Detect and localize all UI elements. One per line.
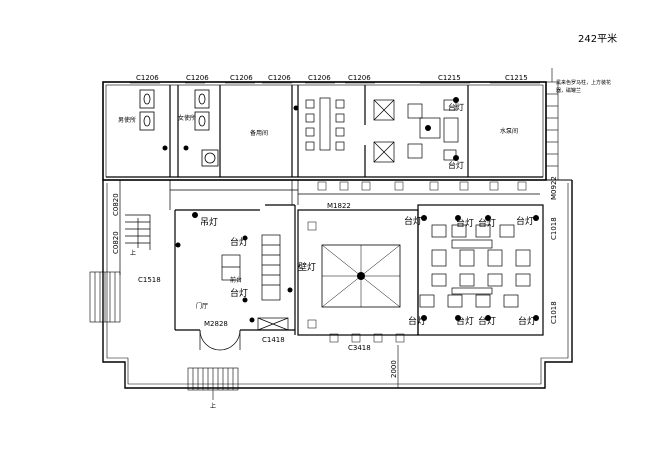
- window-label: C1206: [308, 74, 331, 82]
- corner-note: 黑来色罗马柱，上方装花: [556, 79, 611, 86]
- toilet-fixtures: [139, 89, 219, 167]
- atrium-pendant: [357, 272, 365, 280]
- lamp-label: 台灯: [448, 102, 464, 112]
- window-label: C1018: [550, 301, 558, 324]
- window-label: C1206: [348, 74, 371, 82]
- lobby-lamps: [175, 212, 293, 323]
- room-label-mens-toilet: 男使所: [118, 116, 136, 124]
- lamp-label: 台灯: [518, 315, 536, 327]
- lamp-label: 台灯: [456, 217, 474, 229]
- lobby-walls: [174, 204, 296, 335]
- north-lamps: [162, 97, 459, 161]
- window-label: C1215: [505, 74, 528, 82]
- east-ramp: [545, 68, 559, 181]
- south-steps: [187, 367, 239, 400]
- lamp-label: 台灯: [456, 315, 474, 327]
- window-label: C0820: [112, 231, 120, 254]
- window-label: C3418: [348, 344, 371, 352]
- door-label: M1822: [327, 202, 351, 210]
- lamp-label: 吊灯: [200, 217, 218, 228]
- lamp-label: 台灯: [448, 160, 464, 170]
- lamp-label: 台灯: [404, 215, 422, 227]
- atrium-fixtures: [307, 181, 527, 343]
- window-label: C1206: [186, 74, 209, 82]
- entrance-doors: [199, 329, 241, 351]
- top-window-labels: C1206 C1206 C1206 C1206 C1206 C1206 C121…: [136, 74, 528, 82]
- lamp-label: 台灯: [516, 215, 534, 227]
- room-label-water-room: 水泵间: [500, 127, 518, 135]
- window-label: C0820: [112, 193, 120, 216]
- window-label: C1206: [230, 74, 253, 82]
- lamp-label: 台灯: [478, 315, 496, 327]
- lamp-label: 台灯: [230, 287, 248, 299]
- window-label: C1215: [438, 74, 461, 82]
- window-label: C1418: [262, 336, 285, 344]
- stair-up-mark: 上: [210, 402, 216, 410]
- door-label: M2828: [204, 320, 228, 328]
- east-lounge-walls: [417, 204, 544, 336]
- east-lounge-furniture: [419, 224, 531, 308]
- north-office-furniture: [305, 97, 459, 163]
- lobby-furniture: [221, 234, 289, 331]
- window-label: C1206: [136, 74, 159, 82]
- west-stair: [125, 214, 151, 250]
- corridor: [119, 180, 540, 275]
- room-label-storage: 备用间: [250, 129, 268, 137]
- room-label-lobby: 门厅: [196, 302, 208, 310]
- west-steps: [89, 271, 121, 323]
- room-label-womens-toilet: 女使所: [178, 114, 196, 122]
- corner-note: 器，磁罐兰: [556, 87, 581, 94]
- page-label: 242平米: [578, 32, 617, 45]
- interior-walls-north: [106, 85, 543, 178]
- lamp-label: 台灯: [478, 217, 496, 229]
- stair-up-mark: 上: [130, 249, 136, 257]
- dimension-label: 2000: [390, 360, 398, 378]
- window-label: C1018: [550, 217, 558, 240]
- window-label: C1206: [268, 74, 291, 82]
- window-label: C1518: [138, 276, 161, 284]
- lamp-label: 壁灯: [298, 261, 316, 273]
- door-label: M0922: [550, 176, 558, 200]
- east-lounge-lamps: [421, 215, 539, 321]
- lamp-label: 台灯: [408, 315, 426, 327]
